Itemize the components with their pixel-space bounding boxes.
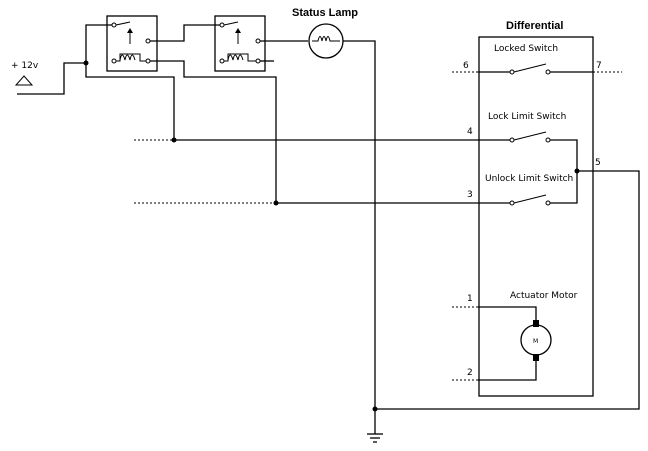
unlock-limit-switch-label: Unlock Limit Switch: [485, 174, 573, 184]
locked-switch: Locked Switch 6 7: [452, 44, 622, 75]
differential-title: Differential: [506, 20, 563, 32]
unlock-limit-switch: Unlock Limit Switch 3: [134, 171, 578, 206]
status-lamp-title: Status Lamp: [292, 7, 358, 19]
relay-2: [214, 15, 266, 72]
actuator-motor-label: Actuator Motor: [510, 291, 578, 301]
pin-3: 3: [467, 190, 473, 200]
pin-4: 4: [467, 127, 473, 137]
status-lamp: [308, 23, 344, 59]
relay-1-box: [106, 15, 158, 72]
lock-limit-switch: Lock Limit Switch 4: [134, 112, 578, 171]
pin-1: 1: [467, 294, 473, 304]
pin-7: 7: [596, 61, 602, 71]
differential-box: [478, 36, 594, 397]
supply-12v: + 12v: [11, 61, 86, 95]
motor-symbol: M: [533, 338, 538, 345]
pin-2: 2: [467, 368, 473, 378]
pin-6: 6: [463, 61, 469, 71]
lock-limit-switch-label: Lock Limit Switch: [488, 112, 566, 122]
relay-2-box: [214, 15, 266, 72]
actuator-motor: Actuator Motor M 1 2: [452, 291, 578, 381]
ground: [367, 409, 383, 443]
supply-label: + 12v: [11, 61, 39, 71]
locked-switch-label: Locked Switch: [494, 44, 558, 54]
supply-terminal-icon: [14, 75, 34, 86]
relay-1: [106, 15, 158, 72]
pin-5: 5: [595, 158, 601, 168]
